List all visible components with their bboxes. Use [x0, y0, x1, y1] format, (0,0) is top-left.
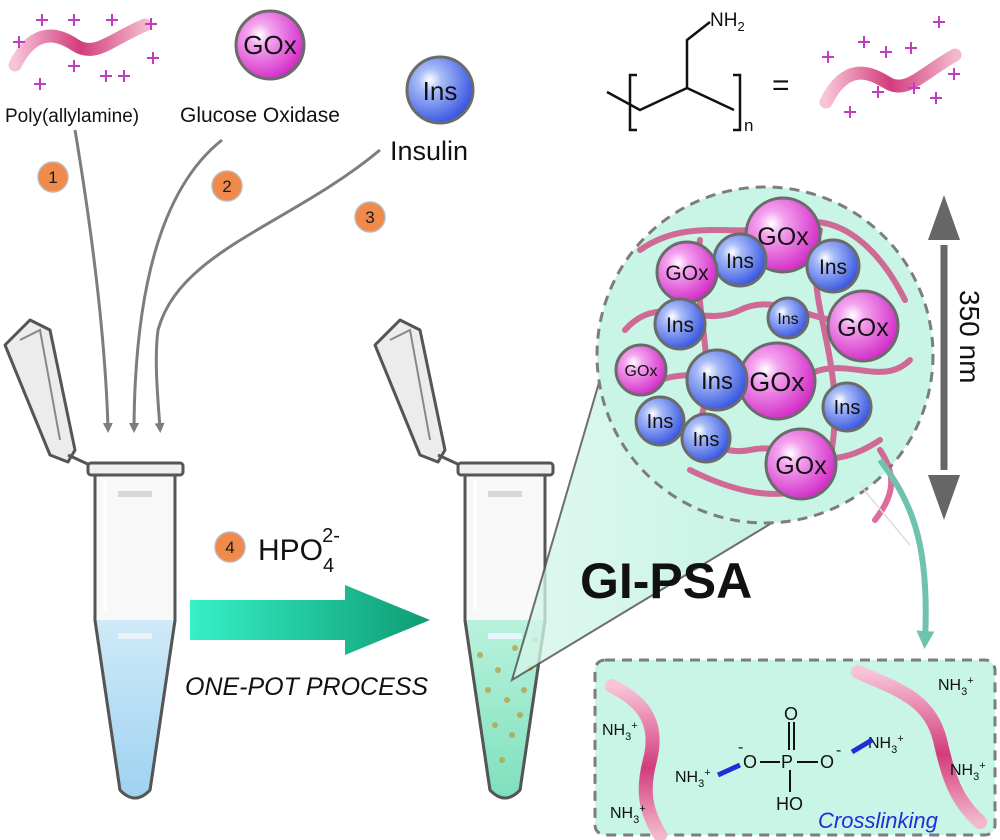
process-arrow [190, 585, 430, 655]
svg-text:NH3+: NH3+ [675, 767, 711, 790]
crosslinking-label: Crosslinking [818, 808, 939, 833]
particle-gox-4: GOx [737, 341, 817, 421]
svg-text:HO: HO [776, 794, 803, 814]
step-2-badge: 2 [211, 170, 243, 202]
particle-ins-5: Ins [685, 348, 749, 412]
particle-ins-4: Ins [766, 296, 810, 340]
amine-group-label: NH2 [710, 10, 745, 34]
poly-allylamine-icon-right [819, 16, 962, 118]
svg-text:GOx: GOx [749, 367, 805, 397]
one-pot-process-label: ONE-POT PROCESS [185, 673, 428, 701]
insulin-icon: Ins [405, 55, 475, 125]
insulin-label: Insulin [390, 136, 468, 166]
svg-text:NH3+: NH3+ [868, 733, 904, 756]
glucose-oxidase-icon: GOx [234, 9, 306, 81]
svg-text:Ins: Ins [834, 397, 861, 419]
svg-text:3: 3 [365, 208, 374, 227]
size-label: 350 nm [954, 290, 985, 383]
particle-gox-2: GOx [655, 240, 719, 304]
step-3-badge: 3 [354, 201, 386, 233]
equals-sign: = [772, 69, 790, 102]
svg-text:Ins: Ins [647, 411, 674, 433]
svg-text:-: - [738, 739, 743, 756]
size-indicator [928, 195, 960, 520]
particle-gox-5: GOx [614, 343, 668, 397]
particle-ins-3: Ins [653, 297, 707, 351]
eppendorf-tube-right [373, 318, 555, 800]
poly-allylamine-icon [8, 14, 159, 90]
svg-text:NH3+: NH3+ [610, 803, 646, 826]
step-1-badge: 1 [37, 161, 69, 193]
svg-text:Ins: Ins [693, 429, 720, 451]
svg-text:4: 4 [225, 538, 234, 557]
svg-text:O: O [820, 752, 834, 772]
svg-text:P: P [781, 752, 793, 772]
svg-text:GOx: GOx [243, 30, 296, 60]
svg-text:2: 2 [222, 177, 231, 196]
svg-text:NH3+: NH3+ [602, 720, 638, 743]
particle-ins-7: Ins [634, 395, 686, 447]
eppendorf-tube-left [3, 318, 185, 800]
glucose-oxidase-label: Glucose Oxidase [180, 104, 340, 127]
svg-text:GOx: GOx [775, 452, 827, 480]
addition-arrows [73, 129, 381, 433]
svg-text:Ins: Ins [726, 250, 754, 273]
phosphate-label: HPO42- [258, 525, 340, 577]
particle-ins-8: Ins [680, 412, 732, 464]
particle-ins-1: Ins [712, 232, 768, 288]
svg-text:GOx: GOx [625, 363, 658, 380]
particle-ins-6: Ins [821, 381, 873, 433]
svg-text:Ins: Ins [423, 76, 458, 106]
svg-text:1: 1 [48, 168, 57, 187]
step-4-badge: 4 [214, 531, 246, 563]
particle-ins-2: Ins [805, 238, 861, 294]
polymer-structure [606, 21, 742, 132]
crosslink-arrow [877, 458, 935, 649]
poly-allylamine-label: Poly(allylamine) [5, 106, 139, 127]
particle-gox-3: GOx [826, 289, 900, 363]
svg-text:Ins: Ins [666, 314, 694, 337]
svg-text:O: O [784, 704, 798, 724]
particle-gox-6: GOx [764, 427, 838, 501]
svg-text:Ins: Ins [701, 368, 733, 395]
crosslink-panel: NH3+ NH3+ NH3+ NH3+ NH3+ NH3+ - O P O O … [593, 658, 997, 840]
svg-text:GOx: GOx [757, 223, 809, 251]
subscript-n: n [744, 116, 753, 135]
svg-text:NH3+: NH3+ [950, 760, 986, 783]
svg-text:GOx: GOx [837, 314, 889, 342]
gi-psa-title: GI-PSA [580, 553, 752, 609]
svg-text:GOx: GOx [665, 262, 709, 285]
svg-text:Ins: Ins [819, 256, 847, 279]
svg-text:Ins: Ins [777, 311, 798, 328]
svg-text:NH3+: NH3+ [938, 675, 974, 698]
gi-psa-nanoparticle: GOx Ins Ins GOx Ins Ins GOx GOx Ins GOx … [595, 185, 935, 525]
svg-text:O: O [743, 752, 757, 772]
svg-text:-: - [836, 742, 841, 759]
